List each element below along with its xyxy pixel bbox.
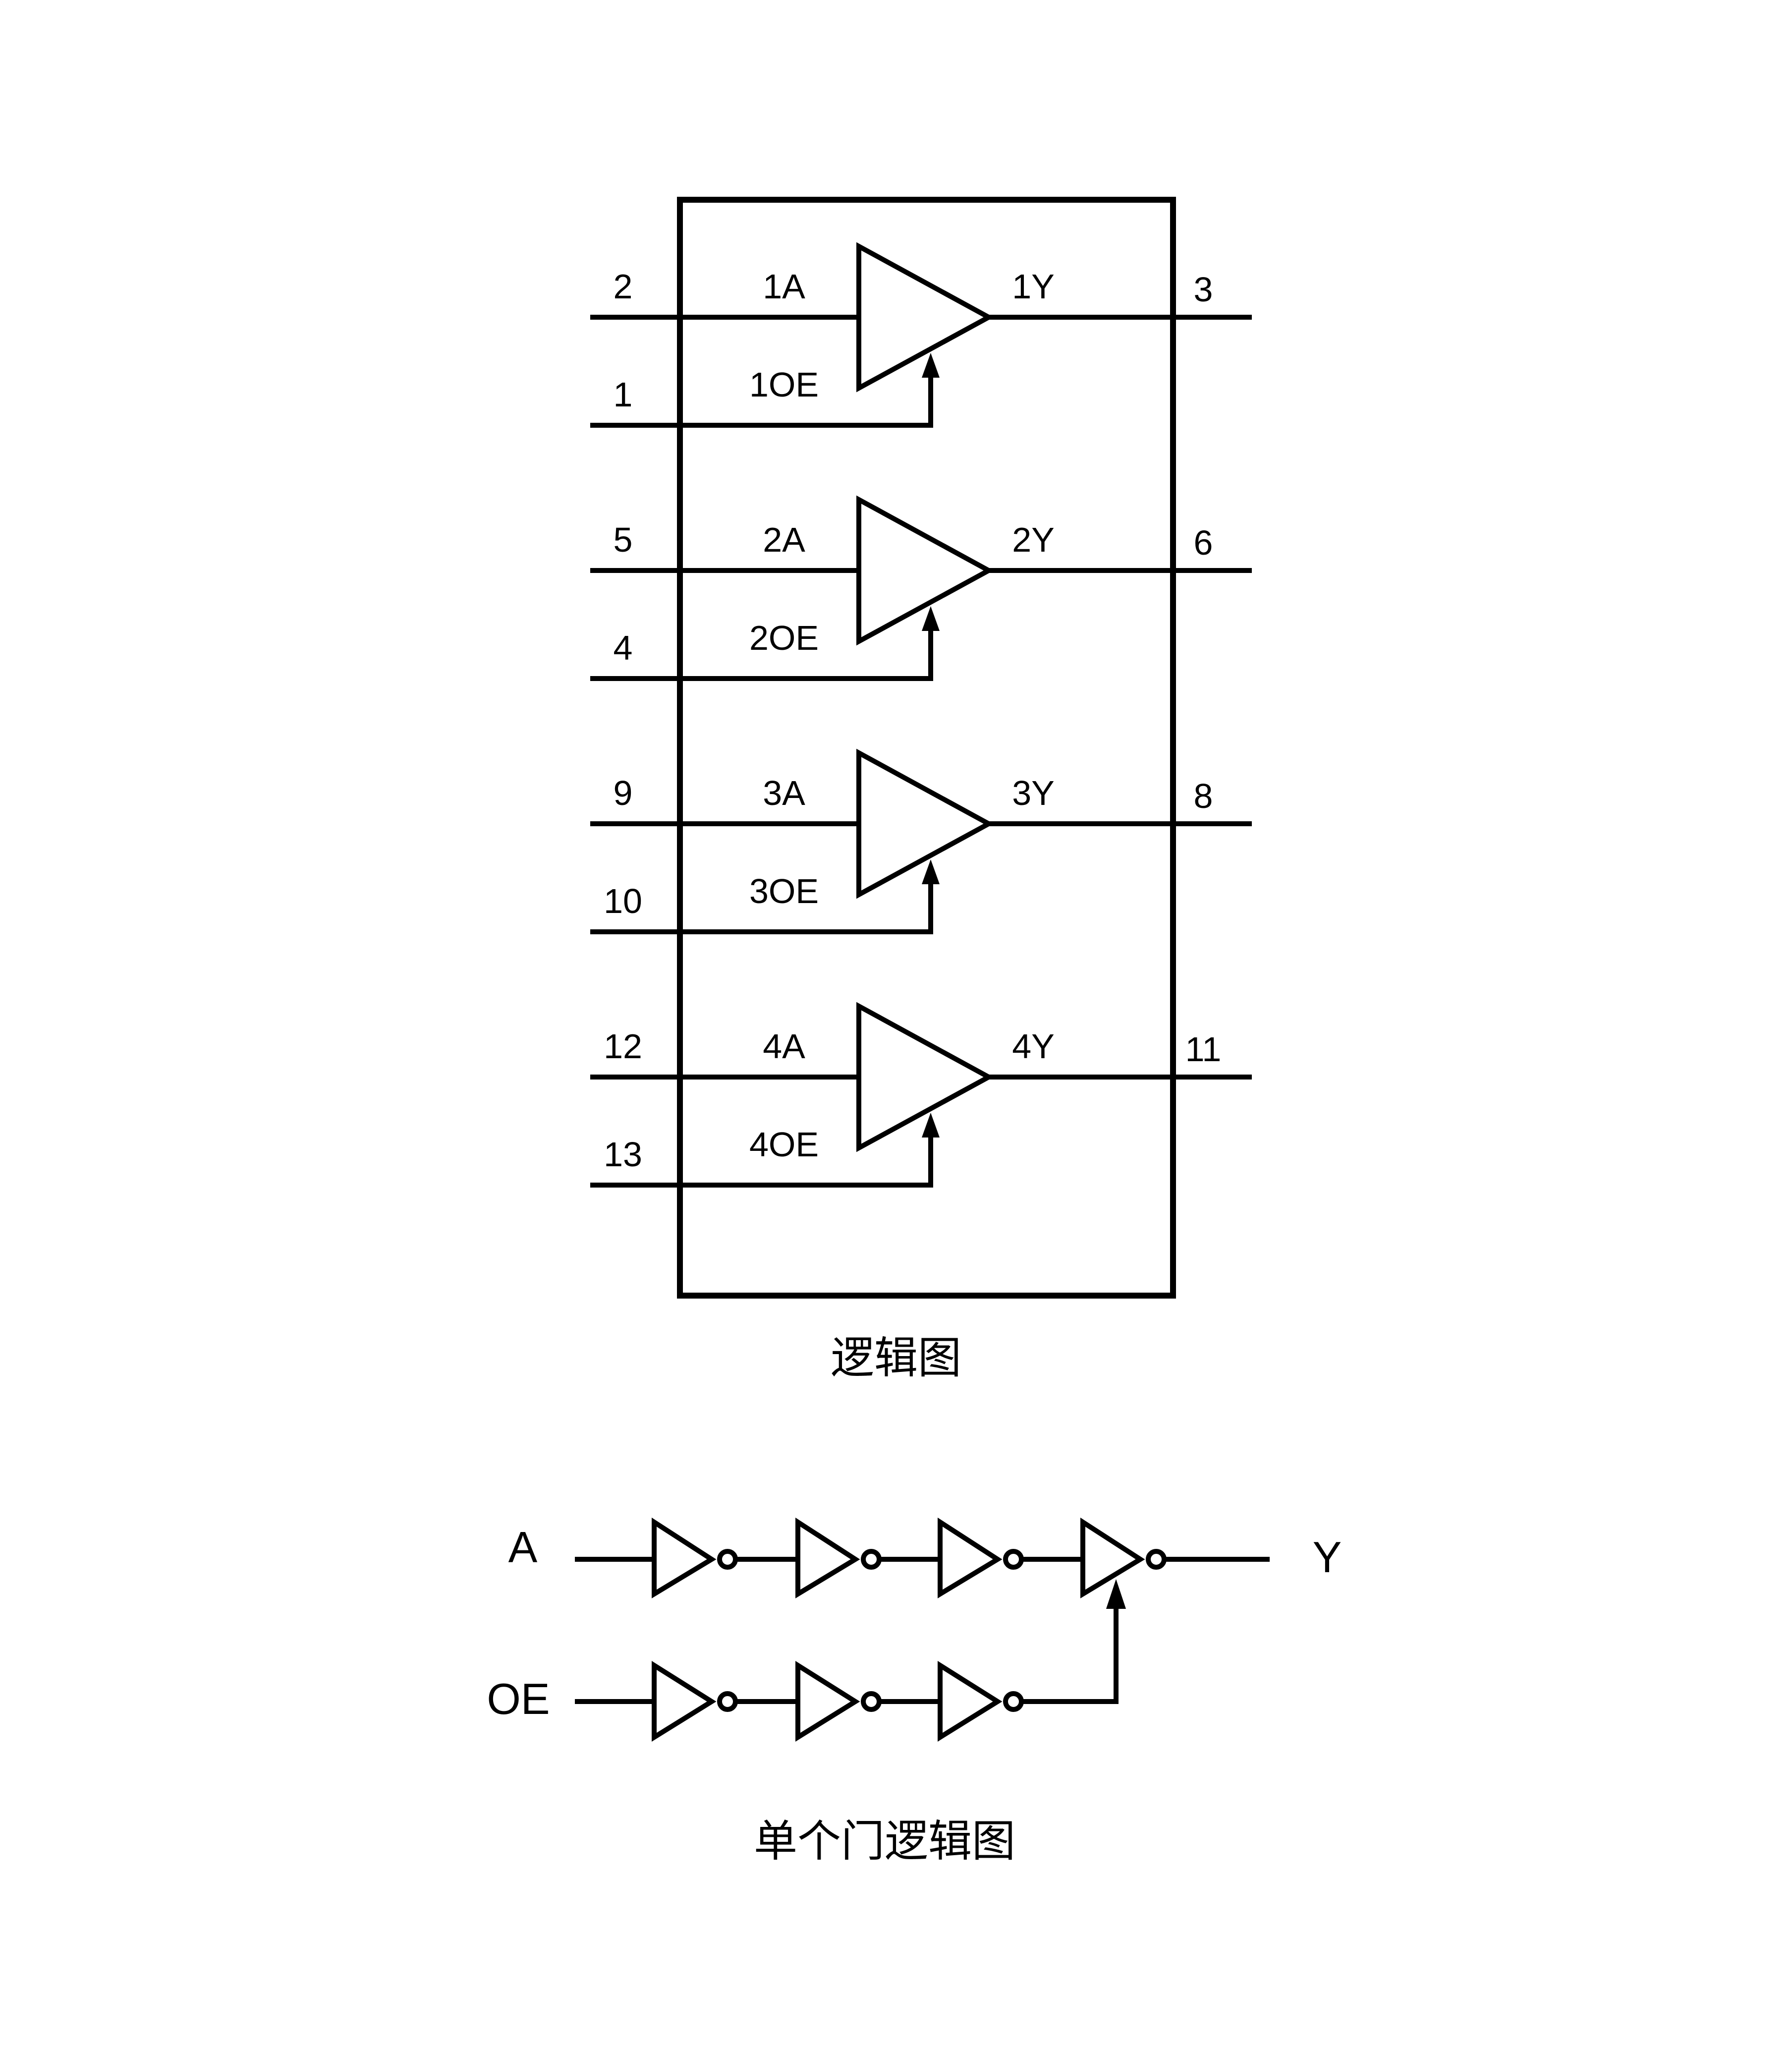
- output-pin-number-1: 3: [1194, 270, 1213, 309]
- inverter-oe2: [795, 1660, 882, 1742]
- buffer-gate-2: 5 2A 4 2OE 2Y 6: [590, 495, 1252, 681]
- oe-pin-number-3: 10: [604, 882, 642, 920]
- output-pin-number-4: 11: [1185, 1030, 1222, 1069]
- output-pin-name-1: 1Y: [1012, 267, 1055, 306]
- input-pin-number-4: 12: [604, 1027, 642, 1066]
- input-pin-name-1: 1A: [763, 267, 805, 306]
- buffer-gate-4: 12 4A 13 4OE 4Y 11: [590, 1002, 1252, 1188]
- output-pin-name-4: 4Y: [1012, 1027, 1055, 1066]
- buffer-triangle-3: [856, 748, 994, 899]
- inverter-oe3: [938, 1660, 1024, 1742]
- input-pin-name-4: 4A: [763, 1027, 805, 1066]
- output-y-label: Y: [1313, 1533, 1342, 1582]
- oe-pin-number-1: 1: [614, 375, 633, 414]
- input-pin-number-1: 2: [614, 267, 633, 306]
- single-gate-diagram: A Y OE: [487, 1517, 1342, 1742]
- buffer-gate-3: 9 3A 10 3OE 3Y 8: [590, 748, 1252, 934]
- oe-arrow-3: [922, 859, 940, 884]
- oe-enable-wire: [1019, 1603, 1119, 1704]
- oe-arrow-2: [922, 606, 940, 631]
- oe-pin-name-3: 3OE: [749, 872, 819, 910]
- inverter-a2: [795, 1517, 882, 1598]
- oe-arrow-4: [922, 1113, 940, 1137]
- input-pin-name-3: 3A: [763, 774, 805, 812]
- oe-arrow-1: [922, 353, 940, 378]
- buffer-gates: 2 1A 1 1OE 1Y 3 5 2A 4 2OE 2Y 6 9 3A 10 3OE 3Y 8 12 4A 13 4OE…: [590, 242, 1252, 1188]
- oe-wire-2: [590, 624, 933, 681]
- oe-pin-number-4: 13: [604, 1135, 642, 1174]
- buffer-triangle-1: [856, 242, 994, 393]
- oe-pin-name-2: 2OE: [749, 619, 819, 657]
- input-pin-number-3: 9: [614, 774, 633, 812]
- output-pin-name-2: 2Y: [1012, 520, 1055, 559]
- tristate-inverter-output: [1080, 1517, 1167, 1598]
- input-pin-number-2: 5: [614, 520, 633, 559]
- output-pin-name-3: 3Y: [1012, 774, 1055, 812]
- logic-diagram-caption: 逻辑图: [831, 1332, 961, 1383]
- inverter-oe1: [652, 1660, 738, 1742]
- oe-enable-arrow: [1106, 1579, 1126, 1609]
- buffer-gate-1: 2 1A 1 1OE 1Y 3: [590, 242, 1252, 428]
- oe-pin-name-4: 4OE: [749, 1125, 819, 1164]
- inverter-a3: [938, 1517, 1024, 1598]
- input-a-label: A: [508, 1523, 538, 1572]
- output-pin-number-3: 8: [1194, 777, 1213, 815]
- oe-pin-number-2: 4: [614, 628, 633, 667]
- output-pin-number-2: 6: [1194, 523, 1213, 562]
- chip-outline: [677, 197, 1176, 1299]
- input-oe-label: OE: [487, 1674, 550, 1723]
- buffer-triangle-4: [856, 1002, 994, 1152]
- buffer-triangle-2: [856, 495, 994, 646]
- single-gate-caption: 单个门逻辑图: [754, 1816, 1015, 1867]
- oe-wire-4: [590, 1130, 933, 1188]
- input-pin-name-2: 2A: [763, 520, 805, 559]
- oe-wire-3: [590, 877, 933, 934]
- inverter-a1: [652, 1517, 738, 1598]
- oe-wire-1: [590, 370, 933, 428]
- oe-pin-name-1: 1OE: [749, 365, 819, 404]
